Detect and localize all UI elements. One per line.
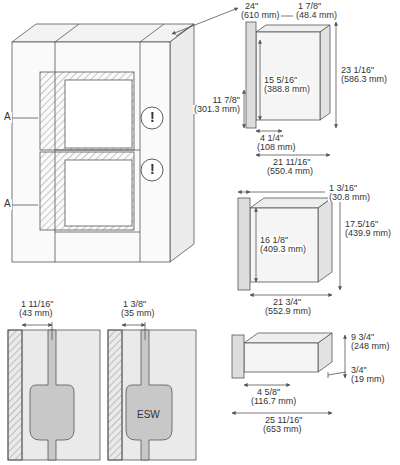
dimension: (108 mm)	[256, 143, 297, 152]
warning-symbol	[141, 159, 163, 181]
plug-label: ESW	[137, 410, 160, 421]
dimension: (30.8 mm)	[328, 193, 371, 202]
niche-hatch	[40, 72, 134, 150]
drawer-appliance	[232, 333, 346, 413]
dimension: (552.9 mm)	[264, 307, 312, 316]
dimension: (43 mm)	[18, 309, 54, 318]
part-letter: A	[3, 199, 12, 210]
dimension: (116.7 mm)	[250, 397, 297, 406]
dimension: (301.3 mm)	[193, 105, 241, 114]
warning-symbol	[141, 107, 163, 129]
dimension: (610 mm)	[240, 11, 281, 20]
leader-line	[12, 118, 38, 119]
dimension: (48.4 mm)	[295, 11, 338, 20]
dimension: (35 mm)	[120, 309, 156, 318]
leader-line	[12, 205, 38, 206]
dimension: (550.4 mm)	[266, 167, 314, 176]
part-letter: A	[3, 112, 12, 123]
dimension: (248 mm)	[350, 342, 391, 351]
plug-detail	[8, 322, 196, 460]
dimension-line	[172, 8, 238, 34]
combi-appliance	[238, 192, 340, 295]
dimension: (388.8 mm)	[263, 85, 311, 94]
niche-hatch	[40, 152, 134, 230]
oven-appliance	[244, 16, 336, 155]
dimension: (586.3 mm)	[340, 75, 388, 84]
warning-mark: !	[150, 110, 155, 125]
cabinet-unit	[12, 8, 238, 262]
warning-mark: !	[150, 162, 155, 177]
dimension: (409.3 mm)	[259, 245, 307, 254]
dimension: (653 mm)	[262, 425, 303, 434]
dimension: (19 mm)	[350, 375, 386, 384]
dimension: (439.9 mm)	[344, 229, 392, 238]
